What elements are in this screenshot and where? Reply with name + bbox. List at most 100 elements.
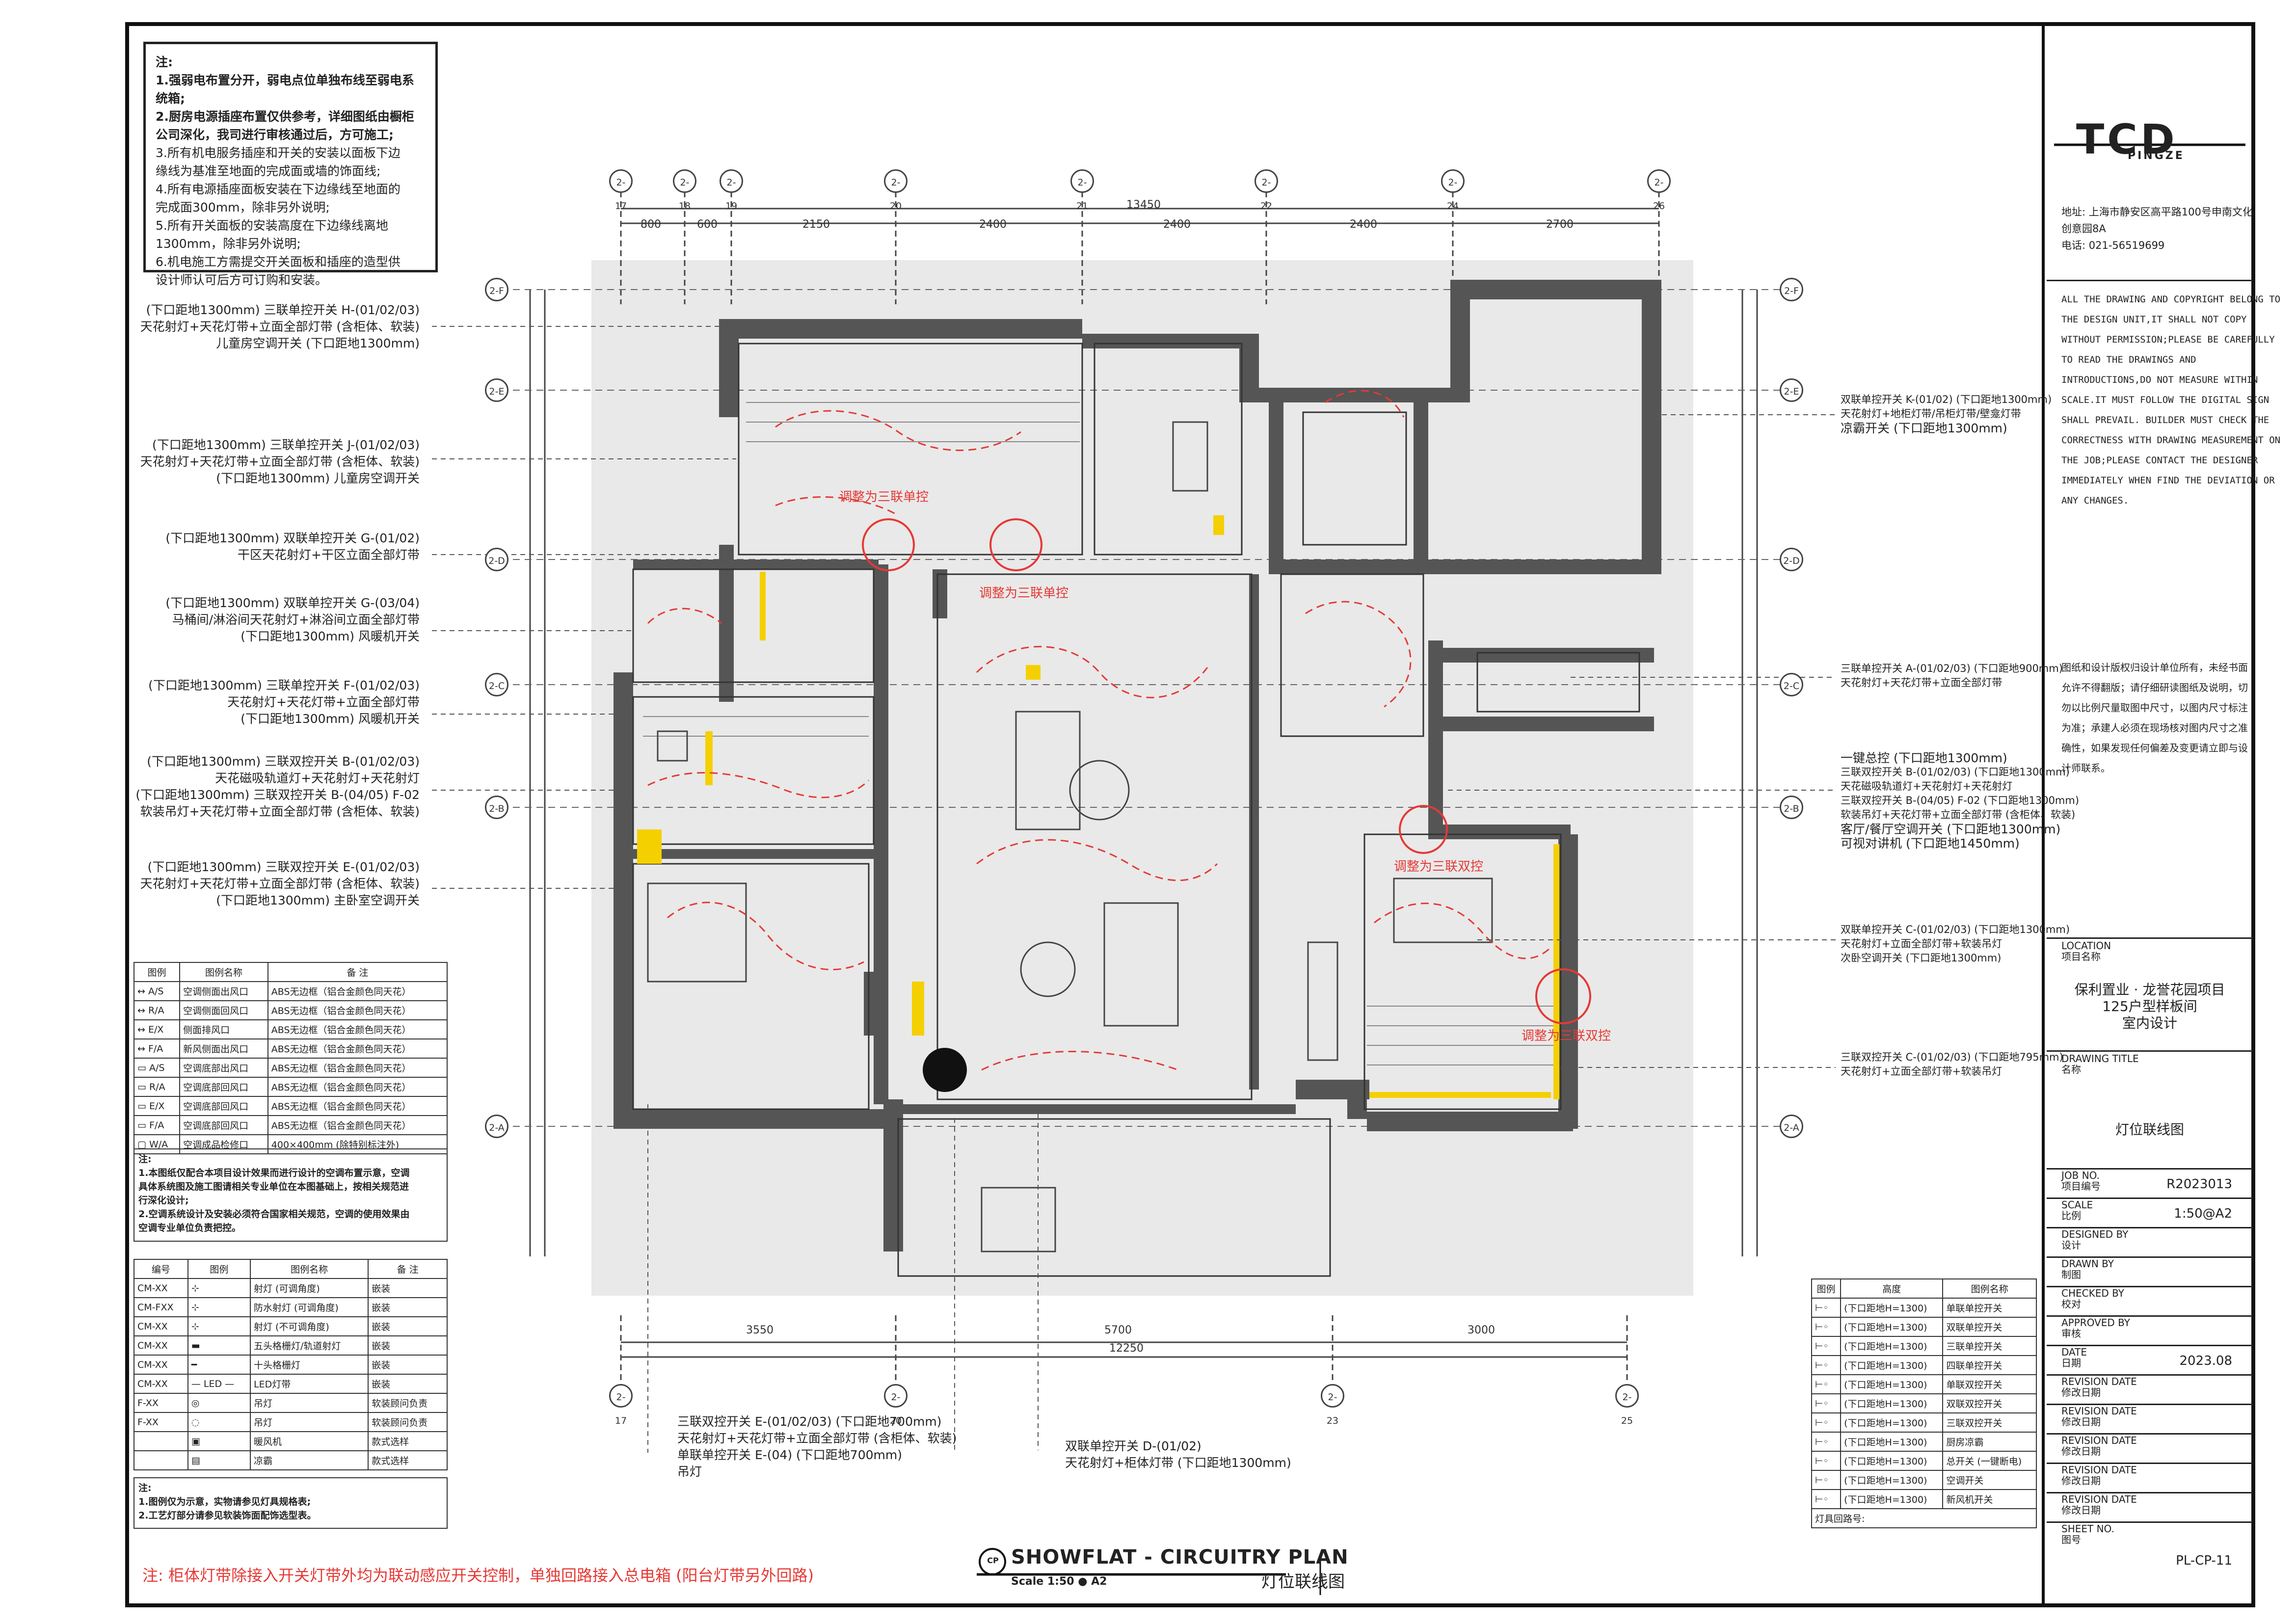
- annotation-line: 天花磁吸轨道灯+天花射灯+天花射灯: [1841, 780, 2013, 792]
- fresh-air-vent-icon: ↔ F/A: [133, 1038, 181, 1059]
- legend-header: 图例: [133, 962, 181, 982]
- table-row: CM-XX— LED —LED灯带嵌装: [133, 1374, 448, 1394]
- label-line: 制图: [2061, 1269, 2081, 1280]
- label-line: DRAWN BY: [2061, 1258, 2114, 1270]
- legend-cell: 四联单控开关: [1942, 1355, 2037, 1375]
- drawn-label: DRAWN BY 制图: [2061, 1258, 2114, 1280]
- title-block: [2042, 22, 2255, 1607]
- note-line: 6.机电施工方需提交开关面板和插座的造型供: [156, 255, 400, 269]
- legend-cell: [133, 1450, 188, 1470]
- switch-icon: ⊢◦: [1811, 1298, 1842, 1318]
- legend-cell: 双联双控开关: [1942, 1393, 2037, 1413]
- copyright-line: ALL THE DRAWING AND COPYRIGHT BELONG TO: [2061, 294, 2281, 305]
- copyright-cn: 图纸和设计版权归设计单位所有，未经书面 允许不得翻版；请仔细研读图纸及说明，切 …: [2061, 658, 2248, 778]
- dim-top: 2400: [979, 218, 1007, 231]
- annotation-line: (下口距地1300mm) 三联双控开关 B-(04/05) F-02: [135, 788, 420, 802]
- drawing-title-cn: 灯位联线图: [1261, 1572, 1345, 1592]
- furniture: [647, 421, 1493, 1252]
- legend-cell: 嵌装: [368, 1278, 448, 1298]
- table-row: ⊢◦(下口距地H=1300)总开关 (一键断电): [1811, 1451, 2037, 1471]
- drawing-title-en: SHOWFLAT - CIRCUITRY PLAN: [1011, 1546, 1349, 1569]
- table-row: 灯具回路号:: [1811, 1508, 2037, 1528]
- title-block-divider: [2047, 1463, 2253, 1464]
- company-address: 地址: 上海市静安区高平路100号申南文化 创意园8A 电话: 021-5651…: [2061, 204, 2253, 254]
- grid-bubble: 2-B: [485, 796, 508, 819]
- switch-annotation-d: 双联单控开关 D-(01/02) 天花射灯+柜体灯带 (下口距地1300mm): [1065, 1438, 1291, 1471]
- copyright-line: 确性，如果发现任何偏差及变更请立即与设: [2061, 742, 2248, 754]
- bottom-return-icon: ▭ E/X: [133, 1096, 181, 1116]
- annotation-line: 三联双控开关 B-(01/02/03) (下口距地1300mm): [1841, 766, 2070, 778]
- location-line: 室内设计: [2122, 1015, 2177, 1031]
- title-block-divider: [2047, 280, 2253, 281]
- switch-icon: ⊢◦: [1811, 1470, 1842, 1490]
- legend-cell: ABS无边框（铝合金颜色同天花）: [267, 1115, 448, 1135]
- annotation-line: (下口距地1300mm) 三联单控开关 J-(01/02/03): [152, 438, 420, 452]
- title-block-divider: [2047, 1286, 2253, 1287]
- grid-bubble: 2-F: [485, 278, 508, 301]
- label-line: REVISION DATE: [2061, 1405, 2137, 1417]
- legend-cell: CM-XX: [133, 1355, 188, 1375]
- grille-light-icon: ━: [187, 1355, 251, 1375]
- copyright-line: IMMEDIATELY WHEN FIND THE DEVIATION OR: [2061, 475, 2275, 486]
- label-line: 修改日期: [2061, 1504, 2101, 1516]
- switch-annotation-j: (下口距地1300mm) 三联单控开关 J-(01/02/03) 天花射灯+天花…: [140, 437, 420, 487]
- label-line: 比例: [2061, 1210, 2081, 1222]
- revision-note: 调整为三联双控: [1394, 859, 1484, 874]
- general-notes: 注: 1.强弱电布置分开，弱电点位单独布线至弱电系 统箱; 2.厨房电源插座布置…: [143, 42, 438, 287]
- annotation-line: 天花射灯+柜体灯带 (下口距地1300mm): [1065, 1456, 1291, 1470]
- note-line: 设计师认可后方可订购和安装。: [156, 273, 328, 287]
- address-line: 电话: 021-56519699: [2061, 240, 2165, 251]
- bottom-supply-icon: ▭ A/S: [133, 1058, 181, 1078]
- address-line: 地址: 上海市静安区高平路100号申南文化: [2061, 206, 2253, 218]
- label-line: SCALE: [2061, 1199, 2093, 1211]
- legend-cell: (下口距地H=1300): [1840, 1355, 1944, 1375]
- grid-bubble: 2-17: [609, 169, 633, 212]
- led-strips: [637, 515, 1559, 1099]
- table-row: CM-XX⊹射灯 (不可调角度)嵌装: [133, 1316, 448, 1336]
- notes-title: 注:: [156, 55, 173, 69]
- legend-cell: (下口距地H=1300): [1840, 1317, 1944, 1337]
- legend-header: 图例名称: [249, 1259, 369, 1279]
- legend-cell: 空调成品检修口: [179, 1134, 268, 1154]
- access-panel-icon: ▢ W/A: [133, 1134, 181, 1154]
- label-line: REVISION DATE: [2061, 1376, 2137, 1387]
- grid-bubble: 2-B: [1780, 796, 1803, 819]
- note-line: 2.厨房电源插座布置仅供参考，详细图纸由橱柜: [156, 109, 414, 124]
- label-line: APPROVED BY: [2061, 1317, 2131, 1329]
- legend-cell: 单联双控开关: [1942, 1374, 2037, 1394]
- legend-cell: (下口距地H=1300): [1840, 1374, 1944, 1394]
- sheet-number: PL-CP-11: [2176, 1553, 2232, 1568]
- note-line: 1300mm，除非另外说明;: [156, 237, 301, 251]
- table-row: ▤凉霸款式选样: [133, 1450, 448, 1470]
- legend-cell: [133, 1431, 188, 1451]
- annotation-line: 凉霸开关 (下口距地1300mm): [1841, 421, 2007, 435]
- lighting-legend-notes: 注: 1.图例仅为示意，实物请参见灯具规格表; 2.工艺灯部分请参见软装饰面配饰…: [133, 1477, 448, 1529]
- supply-vent-icon: ↔ A/S: [133, 981, 181, 1001]
- title-block-divider: [2047, 937, 2253, 939]
- annotation-line: 次卧空调开关 (下口距地1300mm): [1841, 952, 2002, 964]
- dim-top: 2400: [1163, 218, 1191, 231]
- heater-icon: ▣: [187, 1431, 251, 1451]
- grid-bubble: 2-18: [673, 169, 696, 212]
- annotation-line: (下口距地1300mm) 儿童房空调开关: [216, 471, 420, 485]
- spotlight-icon: ⊹: [187, 1278, 251, 1298]
- dim-top: 800: [641, 218, 661, 231]
- annotation-line: 三联单控开关 A-(01/02/03) (下口距地900mm): [1841, 663, 2063, 674]
- grille-light-icon: ▬: [187, 1335, 251, 1356]
- annotation-line: 马桶间/淋浴间天花射灯+淋浴间立面全部灯带: [172, 612, 420, 627]
- switch-annotation-e-bottom: 三联双控开关 E-(01/02/03) (下口距地700mm) 天花射灯+天花灯…: [677, 1413, 957, 1480]
- grid-bubble: 2-E: [1780, 378, 1803, 402]
- title-block-divider: [2047, 1433, 2253, 1435]
- legend-note: 2.工艺灯部分请参见软装饰面配饰选型表。: [138, 1510, 317, 1521]
- location-line: 保利置业 · 龙誉花园项目: [2074, 982, 2225, 998]
- dim-bottom: 5700: [1104, 1324, 1132, 1336]
- legend-cell: 厨房凉霸: [1942, 1432, 2037, 1452]
- grid-bubble: 2-F: [1780, 278, 1803, 301]
- table-row: ⊢◦(下口距地H=1300)单联单控开关: [1811, 1298, 2037, 1318]
- note-line: 公司深化，我司进行审核通过后，方可施工;: [156, 128, 394, 142]
- table-row: ▣暖风机款式选样: [133, 1431, 448, 1451]
